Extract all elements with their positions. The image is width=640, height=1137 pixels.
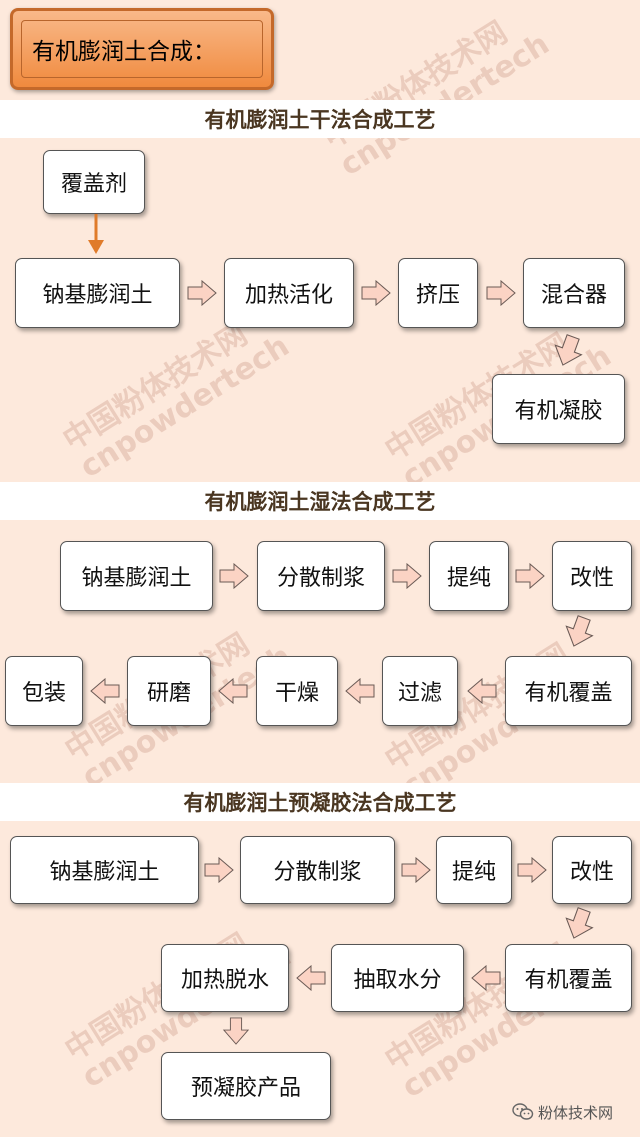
wet-step-9-box: 包装 — [5, 656, 83, 726]
wet-step-1-box: 钠基膨润土 — [60, 541, 213, 611]
pregel-step-3-box: 提纯 — [436, 836, 512, 904]
down-connector-arrow — [88, 214, 104, 254]
wet-step-8-box: 研磨 — [127, 656, 211, 726]
brand-signature: 粉体技术网 — [512, 1100, 613, 1124]
wet-step-3-box: 提纯 — [429, 541, 509, 611]
wet-step-7-box: 干燥 — [256, 656, 338, 726]
left-arrow-icon — [345, 678, 375, 704]
pregel-process-heading: 有机膨润土预凝胶法合成工艺 — [0, 783, 640, 821]
wet-step-4-box: 改性 — [552, 541, 632, 611]
pregel-step-2-box: 分散制浆 — [240, 836, 395, 904]
brand-name: 粉体技术网 — [538, 1103, 614, 1122]
dry-step-2-box: 加热活化 — [224, 258, 354, 328]
down-arrow-icon — [565, 907, 594, 939]
dry-step-1-box: 钠基膨润土 — [15, 258, 180, 328]
left-arrow-icon — [218, 678, 248, 704]
left-arrow-icon — [467, 678, 497, 704]
right-arrow-icon — [204, 857, 234, 883]
wechat-icon — [512, 1103, 534, 1120]
pregel-step-6-box: 抽取水分 — [331, 944, 464, 1012]
left-arrow-icon — [471, 965, 501, 991]
covering-agent-box: 覆盖剂 — [43, 150, 145, 214]
left-arrow-icon — [296, 965, 326, 991]
right-arrow-icon — [515, 563, 545, 589]
page-title: 有机膨润土合成： — [21, 20, 263, 78]
right-arrow-icon — [401, 857, 431, 883]
right-arrow-icon — [392, 563, 422, 589]
pregel-step-4-box: 改性 — [552, 836, 632, 904]
dry-step-3-box: 挤压 — [398, 258, 478, 328]
right-arrow-icon — [486, 280, 516, 306]
left-arrow-icon — [90, 678, 120, 704]
wet-step-6-box: 过滤 — [382, 656, 458, 726]
pregel-step-1-box: 钠基膨润土 — [10, 836, 199, 904]
down-arrow-icon — [565, 615, 594, 647]
down-arrow-icon — [222, 1017, 250, 1045]
right-arrow-icon — [517, 857, 547, 883]
down-arrow-icon — [554, 334, 583, 366]
right-arrow-icon — [187, 280, 217, 306]
right-arrow-icon — [361, 280, 391, 306]
pregel-step-7-box: 加热脱水 — [161, 944, 289, 1012]
wet-process-heading: 有机膨润土湿法合成工艺 — [0, 482, 640, 520]
dry-process-heading: 有机膨润土干法合成工艺 — [0, 100, 640, 138]
wet-step-5-box: 有机覆盖 — [505, 656, 632, 726]
page-title-box: 有机膨润土合成： — [10, 8, 274, 90]
pregel-step-5-box: 有机覆盖 — [505, 944, 632, 1012]
wet-step-2-box: 分散制浆 — [257, 541, 385, 611]
right-arrow-icon — [219, 563, 249, 589]
dry-step-4-box: 混合器 — [523, 258, 625, 328]
pregel-product-box: 预凝胶产品 — [161, 1052, 331, 1120]
dry-product-box: 有机凝胶 — [492, 374, 625, 444]
